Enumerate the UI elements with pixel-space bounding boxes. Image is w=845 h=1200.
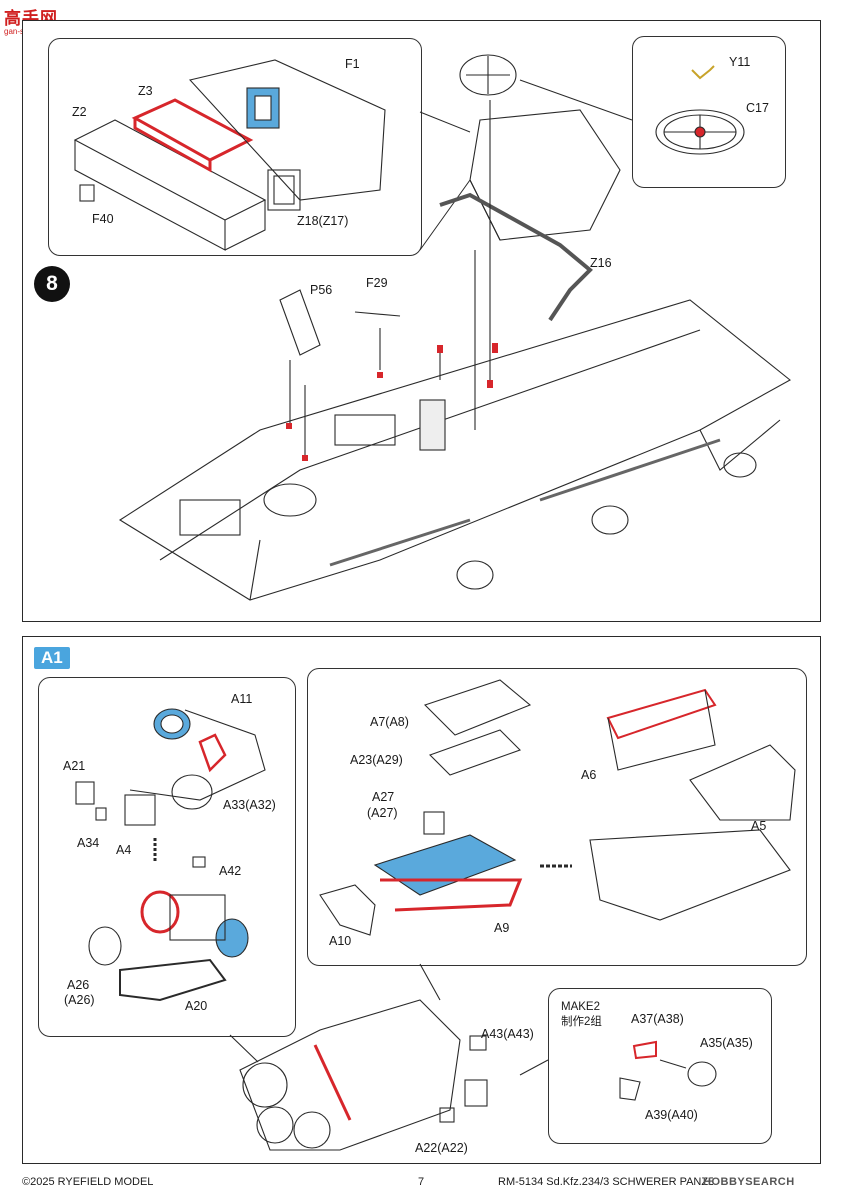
label-Z2: Z2: [72, 105, 87, 119]
label-A27-paren: (A27): [367, 806, 398, 820]
label-A33: A33(A32): [223, 798, 276, 812]
make-two-callout: [548, 988, 772, 1144]
label-A21: A21: [63, 759, 86, 773]
label-C17: C17: [746, 101, 769, 115]
step-8-number: 8: [34, 266, 70, 302]
footer-copyright: ©2025 RYEFIELD MODEL: [22, 1176, 154, 1188]
label-A22: A22(A22): [415, 1141, 468, 1155]
label-A7: A7(A8): [370, 715, 409, 729]
label-A39: A39(A40): [645, 1108, 698, 1122]
label-Z18: Z18(Z17): [297, 214, 349, 228]
label-A35: A35(A35): [700, 1036, 753, 1050]
engine-block-callout: [307, 668, 807, 966]
label-P56: P56: [310, 283, 333, 297]
label-A9: A9: [494, 921, 510, 935]
label-A23: A23(A29): [350, 753, 403, 767]
label-A26-paren: (A26): [64, 993, 95, 1007]
label-Z3: Z3: [138, 84, 153, 98]
label-Z16: Z16: [590, 256, 612, 270]
label-A43: A43(A43): [481, 1027, 534, 1041]
label-F1: F1: [345, 57, 360, 71]
step-8-illustration: [73, 54, 791, 601]
label-F40: F40: [92, 212, 114, 226]
label-A26: A26: [67, 978, 90, 992]
footer-page-number: 7: [418, 1176, 425, 1188]
make-two-label: MAKE2: [561, 1001, 600, 1013]
label-A4: A4: [116, 843, 132, 857]
label-A42: A42: [219, 864, 242, 878]
footer-kit-title: RM-5134 Sd.Kfz.234/3 SCHWERER PANZERSPAH…: [498, 1176, 713, 1188]
label-A5: A5: [751, 819, 767, 833]
label-A34: A34: [77, 836, 100, 850]
label-A10: A10: [329, 934, 352, 948]
label-A6: A6: [581, 768, 597, 782]
make-two-label-cn: 制作2组: [561, 1016, 602, 1028]
label-A20: A20: [185, 999, 208, 1013]
label-Y11: Y11: [729, 55, 751, 69]
steering-wheel-callout: [632, 36, 786, 188]
label-A11: A11: [231, 692, 253, 706]
footer-brand-watermark: HOBBYSEARCH: [703, 1176, 795, 1188]
step-A1-tag: A1: [34, 647, 70, 669]
label-F29: F29: [366, 276, 388, 290]
label-A37: A37(A38): [631, 1012, 684, 1026]
label-A27: A27: [372, 790, 395, 804]
